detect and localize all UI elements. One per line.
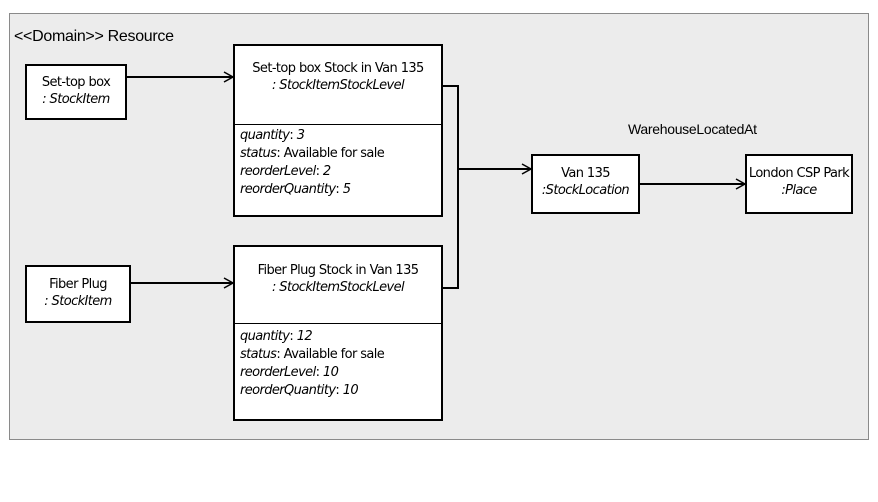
fiber-level-header: Fiber Plug Stock in Van 135 : StockItemS… bbox=[235, 247, 441, 323]
frame-title: <<Domain>> Resource bbox=[14, 28, 174, 45]
location-type: :StockLocation bbox=[541, 183, 630, 198]
settop-stocklevel-box[interactable]: Set-top box Stock in Van 135 : StockItem… bbox=[233, 44, 443, 217]
fiber-stocklevel-box[interactable]: Fiber Plug Stock in Van 135 : StockItemS… bbox=[233, 245, 443, 421]
fiber-level-attributes: quantity: 12 status: Available for sale … bbox=[235, 324, 441, 400]
attribute-row: status: Available for sale bbox=[240, 146, 385, 161]
settop-level-type: : StockItemStockLevel bbox=[271, 78, 405, 93]
settop-level-name: Set-top box Stock in Van 135 bbox=[252, 61, 424, 76]
location-box[interactable]: Van 135 :StockLocation bbox=[531, 154, 640, 214]
place-box[interactable]: London CSP Park :Place bbox=[745, 154, 853, 214]
attribute-row: reorderLevel: 2 bbox=[240, 164, 331, 179]
settop-item-name: Set-top box bbox=[41, 75, 111, 90]
attribute-row: quantity: 3 bbox=[240, 128, 305, 143]
attribute-row: quantity: 12 bbox=[240, 329, 313, 344]
attribute-row: reorderQuantity: 10 bbox=[240, 383, 359, 398]
location-name: Van 135 bbox=[561, 166, 610, 181]
fiber-level-name: Fiber Plug Stock in Van 135 bbox=[257, 263, 419, 278]
fiber-item-name: Fiber Plug bbox=[49, 277, 107, 292]
attribute-row: status: Available for sale bbox=[240, 347, 385, 362]
attribute-row: reorderLevel: 10 bbox=[240, 365, 339, 380]
settop-level-divider bbox=[235, 124, 441, 125]
association-label: WarehouseLocatedAt bbox=[628, 121, 757, 137]
settop-level-attributes: quantity: 3 status: Available for sale r… bbox=[235, 125, 441, 199]
settop-level-header: Set-top box Stock in Van 135 : StockItem… bbox=[235, 46, 441, 124]
settop-item-type: : StockItem bbox=[42, 92, 110, 107]
place-name: London CSP Park bbox=[748, 166, 850, 181]
fiber-level-type: : StockItemStockLevel bbox=[271, 280, 405, 295]
fiber-level-divider bbox=[235, 323, 441, 324]
fiber-item-type: : StockItem bbox=[44, 294, 112, 309]
settop-stockitem-box[interactable]: Set-top box : StockItem bbox=[25, 64, 127, 120]
fiber-stockitem-box[interactable]: Fiber Plug : StockItem bbox=[25, 265, 131, 323]
place-type: :Place bbox=[781, 183, 817, 198]
edge-settop-level-bracket bbox=[443, 85, 459, 289]
attribute-row: reorderQuantity: 5 bbox=[240, 182, 351, 197]
